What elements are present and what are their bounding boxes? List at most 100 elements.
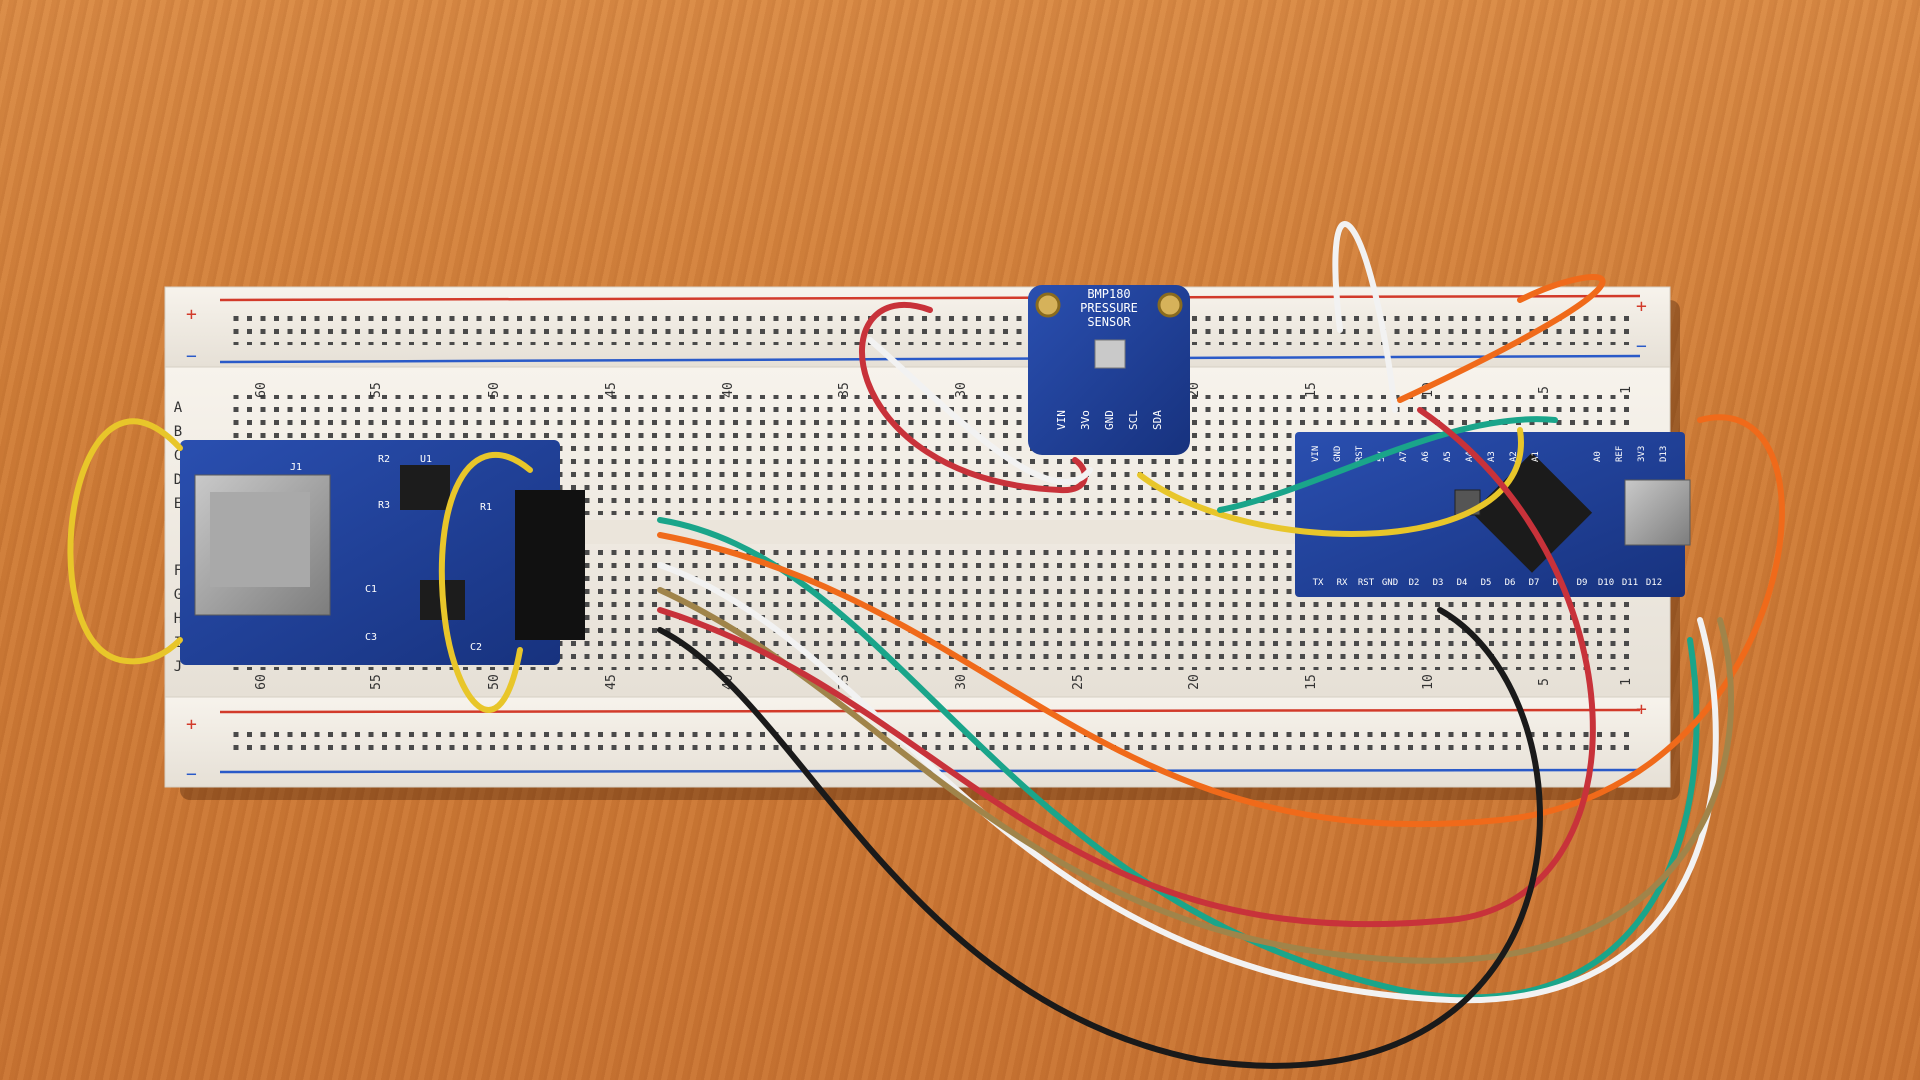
- nano-pin-label: A1: [1531, 451, 1541, 462]
- sd-silkscreen-label: J1: [290, 462, 302, 473]
- nano-pin-label: 3V3: [1637, 446, 1647, 462]
- sensor-chip: [1094, 339, 1126, 369]
- wire-teal-long: [657, 517, 1700, 1001]
- nano-pin-label: RX: [1337, 578, 1348, 588]
- column-letter: J: [174, 659, 182, 675]
- nano-pin-label: D13: [1659, 446, 1669, 462]
- sd-header-pins: [515, 490, 585, 640]
- rail-plus-label-tr: +: [1636, 296, 1647, 317]
- row-number-bottom: 45: [604, 674, 619, 690]
- nano-pin-label: A4: [1465, 451, 1475, 462]
- sensor-pin-label: VIN: [1055, 410, 1068, 430]
- row-number-top: 40: [721, 382, 736, 398]
- wire-yellow-sd-loop: [438, 452, 533, 713]
- wire-orange-top-rail: [1397, 273, 1606, 403]
- row-number-bottom: 5: [1537, 678, 1552, 686]
- row-number-bottom: 20: [1187, 674, 1202, 690]
- wire-yellow-left-loop: [67, 418, 183, 665]
- column-letter: A: [174, 400, 183, 416]
- sensor-mount-hole-right: [1157, 292, 1183, 318]
- nano-pin-label: D7: [1529, 578, 1540, 588]
- nano-pin-label: A3: [1487, 451, 1497, 462]
- row-number-top: 5: [1537, 386, 1552, 394]
- sensor-mount-hole-left: [1035, 292, 1061, 318]
- row-number-top: 15: [1304, 382, 1319, 398]
- sd-silkscreen-label: R1: [480, 502, 492, 513]
- nano-pin-label: D8: [1553, 578, 1564, 588]
- column-letter: G: [174, 587, 182, 603]
- sd-silkscreen-label: R3: [378, 500, 390, 511]
- nano-usb-port: [1624, 479, 1691, 546]
- sd-silkscreen-label: U1: [420, 454, 432, 465]
- sensor-pin-label: 3Vo: [1079, 410, 1092, 430]
- sensor-title-line3: SENSOR: [1087, 315, 1131, 329]
- nano-pin-label: VIN: [1311, 446, 1321, 462]
- rail-plus-label-br: +: [1636, 699, 1647, 720]
- wire-white-loop: [1332, 221, 1398, 413]
- row-number-top: 60: [254, 382, 269, 398]
- wire-brown-long: [657, 587, 1734, 964]
- column-letter: E: [174, 496, 182, 512]
- nano-pin-label: GND: [1333, 446, 1343, 462]
- row-number-top: 1: [1619, 386, 1634, 394]
- nano-pin-label: RST: [1355, 445, 1365, 462]
- wire-red-long: [657, 407, 1596, 928]
- nano-pin-label: A2: [1509, 451, 1519, 462]
- row-number-bottom: 30: [954, 674, 969, 690]
- row-number-top: 35: [837, 382, 852, 398]
- row-number-bottom: 10: [1421, 674, 1436, 690]
- nano-pin-label: A0: [1593, 451, 1603, 462]
- sd-silkscreen-label: C1: [365, 584, 377, 595]
- wire-red-sensor-rail: [859, 301, 1088, 494]
- wire-orange-long: [657, 414, 1785, 828]
- nano-pin-label: TX: [1313, 578, 1324, 588]
- row-number-top: 45: [604, 382, 619, 398]
- nano-pin-label: GND: [1382, 578, 1398, 588]
- nano-pin-label: D12: [1646, 578, 1662, 588]
- nano-pin-label: D2: [1409, 578, 1420, 588]
- rail-minus-label-bl: −: [186, 764, 197, 785]
- rail-minus-label-tr: −: [1636, 336, 1647, 357]
- nano-pin-label: D3: [1433, 578, 1444, 588]
- rail-minus-label-tl: −: [186, 346, 197, 367]
- column-letter: D: [174, 472, 182, 488]
- wire-black-long: [657, 607, 1543, 1069]
- rail-line-blue-top: [219, 354, 1641, 364]
- sensor-title-line1: BMP180: [1087, 287, 1130, 301]
- sensor-pin-label: GND: [1103, 410, 1116, 430]
- sd-card-slot-inner: [210, 492, 310, 587]
- wire-white-sensor: [867, 337, 1093, 485]
- row-number-bottom: 15: [1304, 674, 1319, 690]
- rail-holes-bottom: [230, 728, 1630, 758]
- row-number-bottom: 25: [1071, 674, 1086, 690]
- sd-silkscreen-label: R2: [378, 454, 390, 465]
- sensor-pcb: [1028, 285, 1190, 455]
- sd-silkscreen-label: C2: [470, 642, 482, 653]
- wire-yellow-sda: [1137, 427, 1524, 537]
- row-number-top: 20: [1187, 382, 1202, 398]
- rail-line-red-bottom: [219, 708, 1641, 714]
- nano-pin-label: A7: [1399, 451, 1409, 462]
- jumper-wires: [67, 221, 1785, 1069]
- sensor-title-line2: PRESSURE: [1080, 301, 1138, 315]
- row-number-top: 55: [369, 382, 384, 398]
- nano-pin-label: D5: [1481, 578, 1492, 588]
- sensor-pin-label: SCL: [1127, 410, 1140, 430]
- column-letter: F: [174, 563, 182, 579]
- row-number-top: 50: [487, 382, 502, 398]
- wire-green-scl: [1217, 416, 1558, 513]
- nano-pin-label: D11: [1622, 578, 1638, 588]
- column-letter: C: [174, 448, 182, 464]
- nano-pin-label: RST: [1358, 578, 1375, 588]
- nano-pin-label: A6: [1421, 451, 1431, 462]
- rail-plus-label-bl: +: [186, 714, 197, 735]
- column-letter: B: [174, 424, 182, 440]
- rail-holes-top: [230, 315, 1630, 345]
- row-number-bottom: 50: [487, 674, 502, 690]
- rail-line-red-top: [219, 294, 1641, 302]
- nano-pin-label: D10: [1598, 578, 1614, 588]
